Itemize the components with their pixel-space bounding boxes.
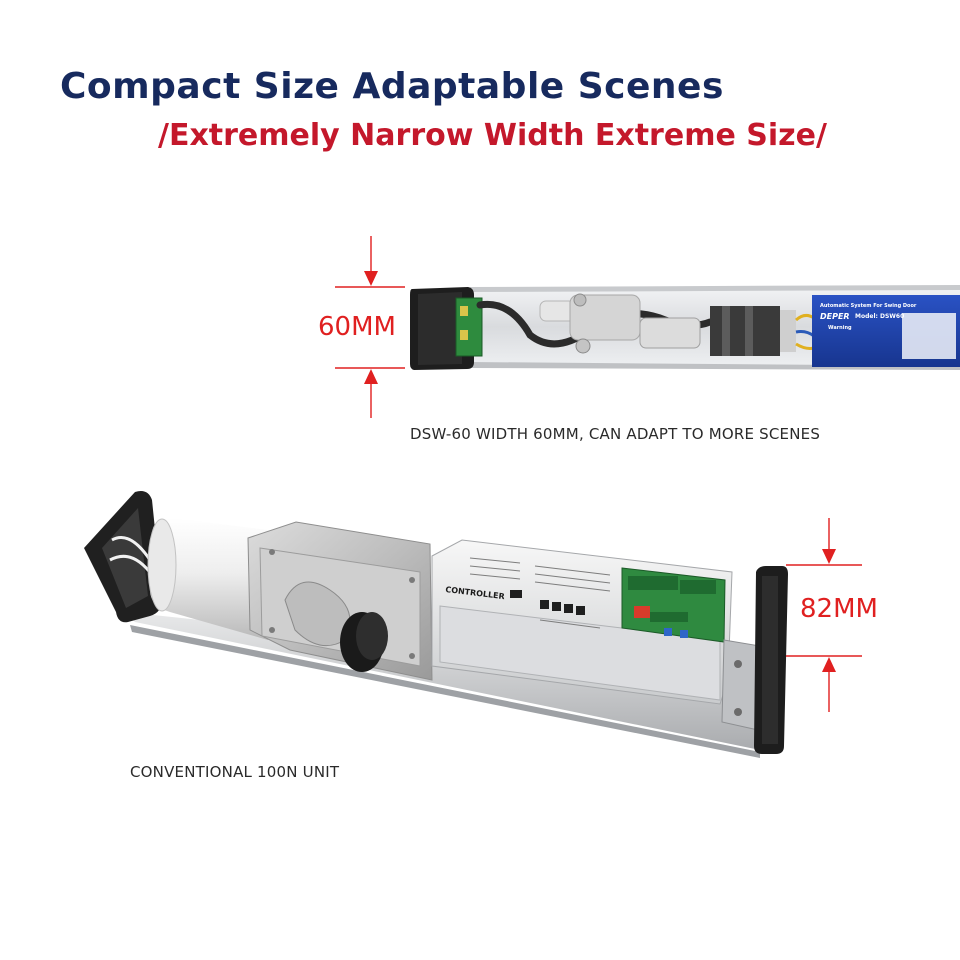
dsw60-label-model: Model: DSW60 [855, 313, 905, 320]
dsw60-operator [410, 285, 960, 370]
dsw60-label-line1: Automatic System For Swing Door [820, 303, 917, 309]
conventional-operator [84, 491, 788, 758]
dimension-82mm-marks [786, 518, 862, 712]
dimension-60mm-label: 60MM [318, 312, 396, 342]
dsw60-label-warning: Warning [828, 325, 852, 331]
dsw60-label-brand: DEPER [820, 312, 850, 321]
conventional-caption: CONVENTIONAL 100N UNIT [130, 763, 340, 781]
dimension-82mm-label: 82MM [800, 594, 878, 624]
page-subtitle: /Extremely Narrow Width Extreme Size/ [158, 118, 827, 153]
dimension-60mm-marks [335, 236, 405, 418]
dsw60-caption: DSW-60 WIDTH 60MM, CAN ADAPT TO MORE SCE… [410, 425, 821, 443]
page-title: Compact Size Adaptable Scenes [60, 66, 724, 107]
